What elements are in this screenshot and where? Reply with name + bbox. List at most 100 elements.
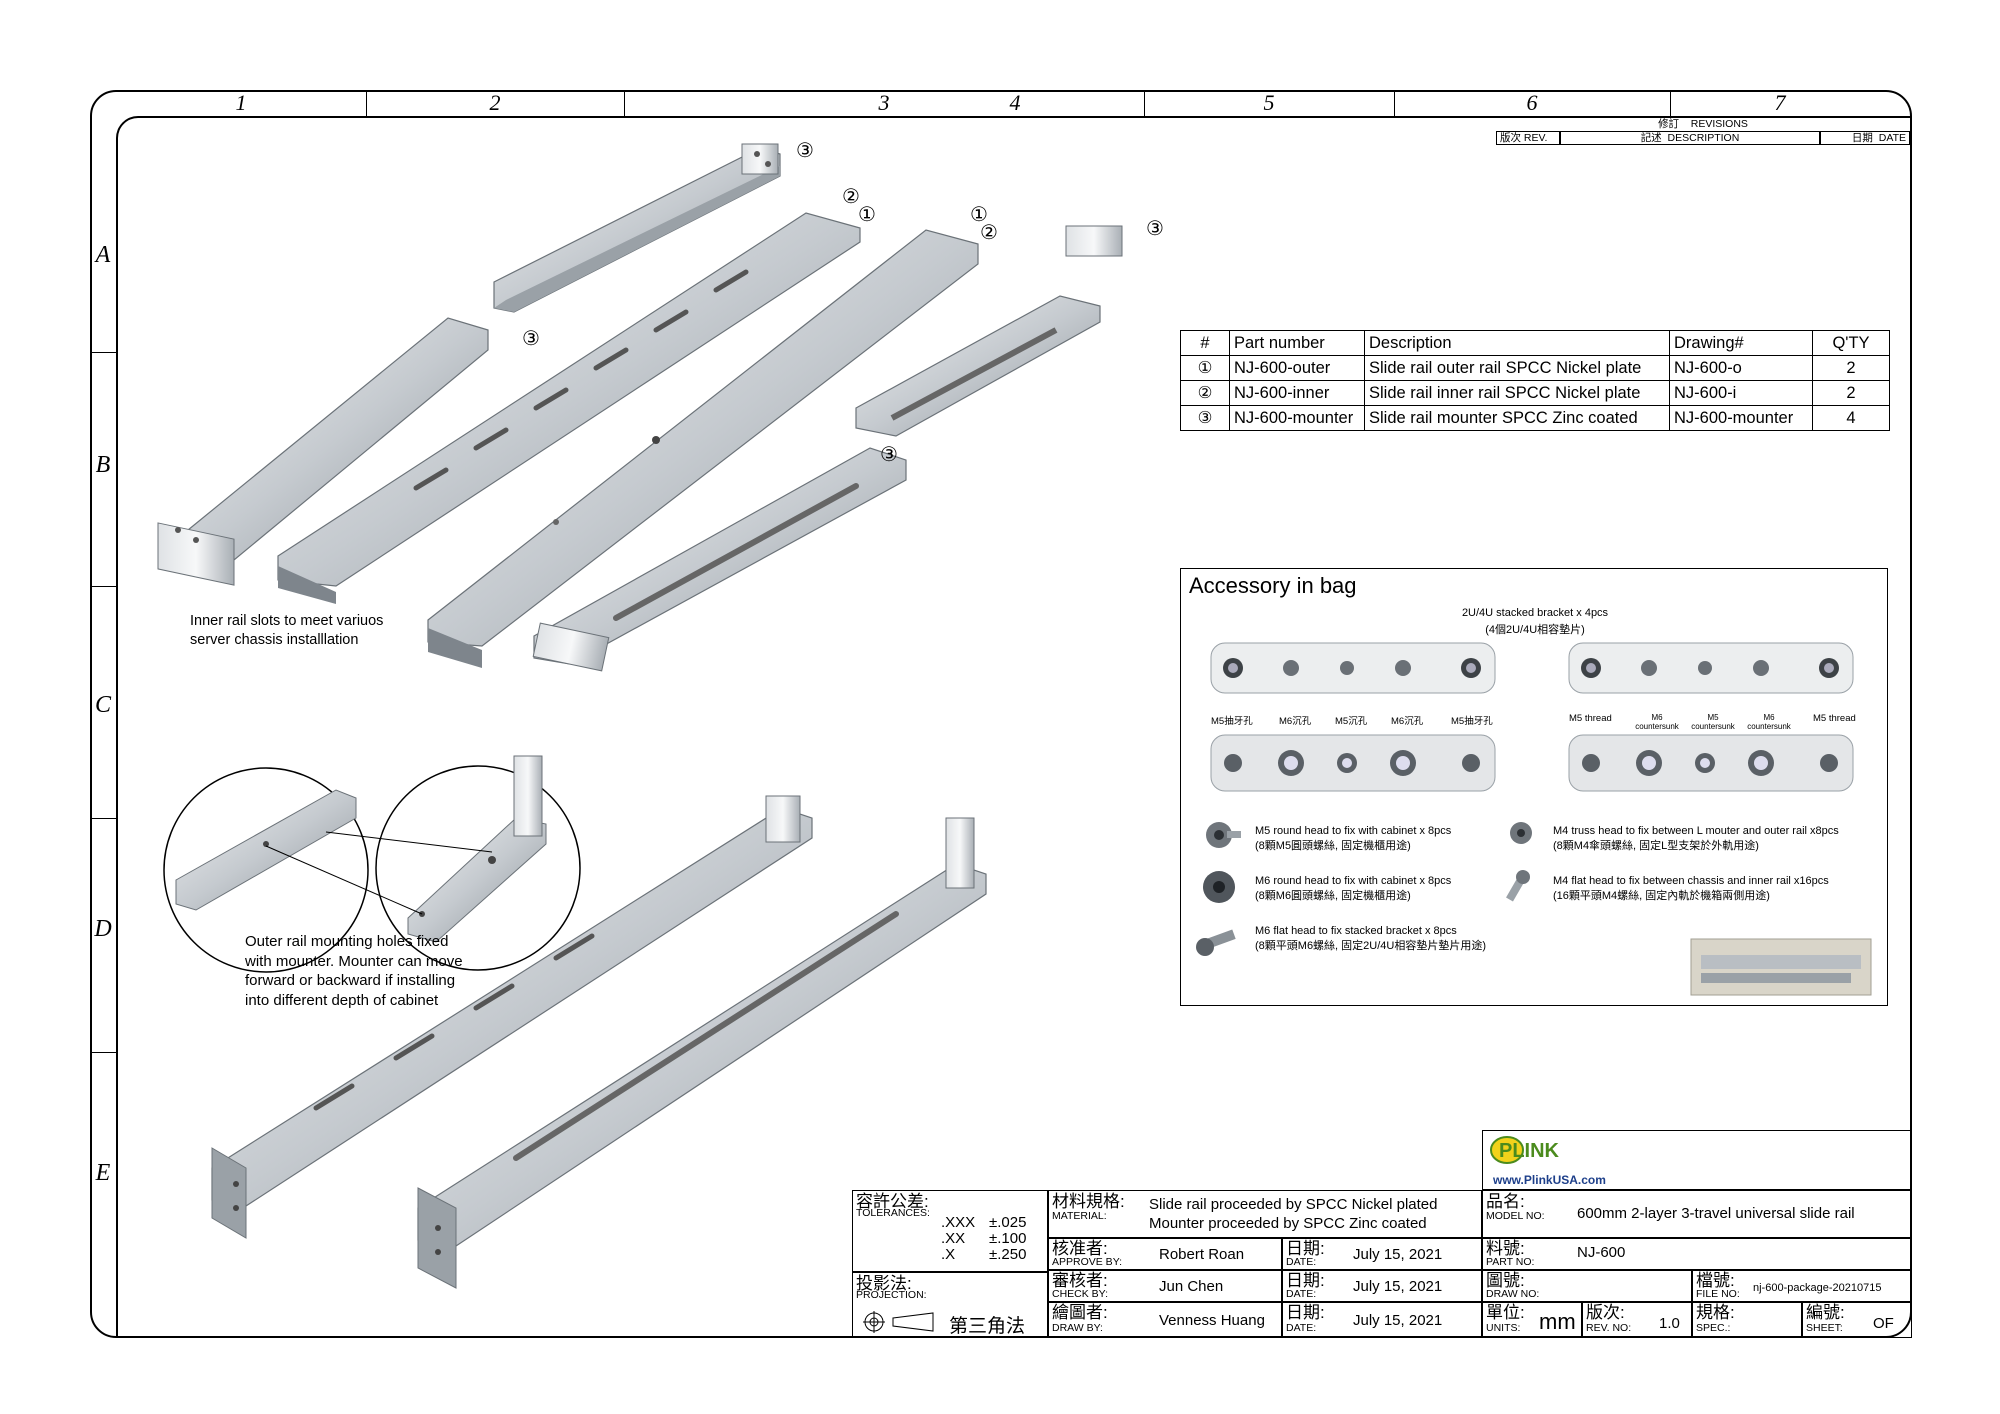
bracket-title-zh: (4個2U/4U相容墊片) xyxy=(1485,624,1585,636)
label-zh: 容許公差: xyxy=(856,1192,929,1211)
hole-label-zh: M5抽牙孔 xyxy=(1211,716,1253,727)
file-no-cell: 檔號: FILE NO: nj-600-package-20210715 xyxy=(1692,1270,1912,1302)
cell-qty: 2 xyxy=(1812,380,1890,406)
svg-text:PLINK: PLINK xyxy=(1499,1140,1560,1162)
accessory-box: Accessory in bag 2U/4U stacked bracket x… xyxy=(1180,568,1888,1006)
hole-label-en: M5 thread xyxy=(1569,713,1612,724)
note-outer-rail-holes: Outer rail mounting holes fixed with mou… xyxy=(245,933,463,1009)
label-en: DATE: xyxy=(1286,1288,1317,1300)
label-en: SHEET: xyxy=(1806,1322,1843,1334)
zone-col-5: 5 xyxy=(1263,90,1275,115)
projection-cell: 投影法: PROJECTION: 第三角法 xyxy=(852,1272,1048,1338)
zone-divider xyxy=(1144,91,1145,116)
mounter-part-left xyxy=(157,317,489,586)
label-zh: 單位: xyxy=(1486,1303,1525,1322)
screw-m6-round-icon xyxy=(1203,871,1235,903)
tolerances-cell: 容許公差: TOLERANCES: .XXX±.025 .XX±.100 .X±… xyxy=(852,1190,1048,1272)
label-en: PROJECTION: xyxy=(856,1289,927,1301)
label-zh: 規格: xyxy=(1696,1303,1735,1322)
zone-divider xyxy=(1670,91,1671,116)
label-en: DRAW BY: xyxy=(1052,1322,1103,1334)
mounter-part-top xyxy=(493,143,781,313)
label-zh: 版次: xyxy=(1586,1303,1625,1322)
label-en: REV. NO: xyxy=(1586,1322,1632,1334)
website-link[interactable]: www.PlinkUSA.com xyxy=(1493,1173,1606,1187)
sheet-cell: 編號: SHEET: OF xyxy=(1802,1302,1912,1338)
hole-label-en: M5 countersunk xyxy=(1691,713,1735,731)
revisions-date-header: 日期 DATE xyxy=(1820,131,1910,145)
hole-label-zh: M6沉孔 xyxy=(1279,716,1312,727)
zone-divider xyxy=(91,818,116,819)
screw-m5-round-icon xyxy=(1206,822,1241,848)
zone-col-4: 4 xyxy=(1009,90,1021,115)
logo-cell: PLINK www.PlinkUSA.com xyxy=(1482,1130,1912,1190)
label-zh: 審核者: xyxy=(1052,1271,1108,1290)
accessory-title: Accessory in bag xyxy=(1189,573,1357,598)
part-no-cell: 料號: PART NO: NJ-600 xyxy=(1482,1238,1912,1270)
zone-divider xyxy=(91,352,116,353)
assembled-rail-right xyxy=(417,817,987,1289)
material-cell: 材料規格: MATERIAL: Slide rail proceeded by … xyxy=(1048,1190,1482,1238)
approve-date-cell: 日期: DATE: July 15, 2021 xyxy=(1282,1238,1482,1270)
spec-cell: 規格: SPEC.: xyxy=(1692,1302,1802,1338)
label-zh: 品名: xyxy=(1486,1192,1525,1211)
zone-row-E: E xyxy=(95,1160,111,1186)
zone-row-D: D xyxy=(94,916,112,942)
hole-label-zh: M5沉孔 xyxy=(1335,716,1368,727)
file-no-value: nj-600-package-20210715 xyxy=(1753,1282,1882,1294)
drawing-frame-inner xyxy=(116,116,1912,1338)
outer-rail-part xyxy=(427,229,979,668)
bracket-title: 2U/4U stacked bracket x 4pcs xyxy=(1461,607,1609,619)
zone-row-C: C xyxy=(94,692,111,718)
tolerance-values: .XXX±.025 .XX±.100 .X±.250 xyxy=(941,1214,1027,1263)
cell-desc: Slide rail mounter SPCC Zinc coated xyxy=(1364,405,1670,431)
revisions-title: 修訂 REVISIONS xyxy=(1658,118,1748,130)
label-zh: 核准者: xyxy=(1052,1239,1108,1258)
parts-table-header: # Part number Description Drawing# Q'TY xyxy=(1180,330,1890,356)
assembled-rail-left xyxy=(211,795,813,1239)
callout-mounter: ③ xyxy=(796,140,814,162)
mounter-part-bottom xyxy=(532,447,907,672)
callout-mounter: ③ xyxy=(1146,218,1164,240)
inner-rail-part xyxy=(277,212,861,604)
packaged-rail-photo xyxy=(1690,938,1872,996)
label-en: DRAW NO: xyxy=(1486,1288,1540,1300)
table-row: ② NJ-600-inner Slide rail inner rail SPC… xyxy=(1180,380,1890,406)
check-cell: 審核者: CHECK BY: Jun Chen xyxy=(1048,1270,1282,1302)
zone-col-3: 3 xyxy=(878,90,890,115)
third-angle-projection-icon xyxy=(863,1311,934,1333)
cell-desc: Slide rail outer rail SPCC Nickel plate xyxy=(1364,355,1670,381)
table-row: ① NJ-600-outer Slide rail outer rail SPC… xyxy=(1180,355,1890,381)
material-value: Slide rail proceeded by SPCC Nickel plat… xyxy=(1149,1196,1438,1232)
zone-divider xyxy=(1394,91,1395,116)
hole-label-en: M5 thread xyxy=(1813,713,1856,724)
sheet-value: OF xyxy=(1873,1315,1894,1332)
cell-num: ② xyxy=(1180,380,1230,406)
cell-part: NJ-600-inner xyxy=(1229,380,1365,406)
label-zh: 編號: xyxy=(1806,1303,1845,1322)
units-value: mm xyxy=(1539,1309,1576,1334)
draw-no-cell: 圖號: DRAW NO: xyxy=(1482,1270,1692,1302)
zone-col-2: 2 xyxy=(489,90,501,115)
label-zh: 日期: xyxy=(1286,1303,1325,1322)
screw-text: M4 flat head to fix between chassis and … xyxy=(1553,875,1829,902)
rev-no-value: 1.0 xyxy=(1659,1315,1680,1332)
zone-row-A: A xyxy=(95,242,111,268)
callout-outer: ① xyxy=(858,204,876,226)
revisions-desc-header: 記述 DESCRIPTION xyxy=(1560,131,1820,145)
label-en: APPROVE BY: xyxy=(1052,1256,1123,1268)
screw-text: M4 truss head to fix between L mouter an… xyxy=(1553,825,1839,852)
label-en: SPEC.: xyxy=(1696,1322,1731,1334)
cell-qty: 4 xyxy=(1812,405,1890,431)
zone-col-1: 1 xyxy=(235,90,247,115)
hole-label-en: M6 countersunk xyxy=(1635,713,1679,731)
table-row: ③ NJ-600-mounter Slide rail mounter SPCC… xyxy=(1180,405,1890,431)
label-en: MODEL NO: xyxy=(1486,1210,1545,1222)
note-inner-rail-slots: Inner rail slots to meet variuos server … xyxy=(190,613,384,648)
zone-row-B: B xyxy=(95,452,111,478)
approve-date: July 15, 2021 xyxy=(1353,1246,1443,1263)
label-en: PART NO: xyxy=(1486,1256,1535,1268)
header-cell: Q'TY xyxy=(1812,330,1890,356)
label-zh: 日期: xyxy=(1286,1239,1325,1258)
check-date-cell: 日期: DATE: July 15, 2021 xyxy=(1282,1270,1482,1302)
